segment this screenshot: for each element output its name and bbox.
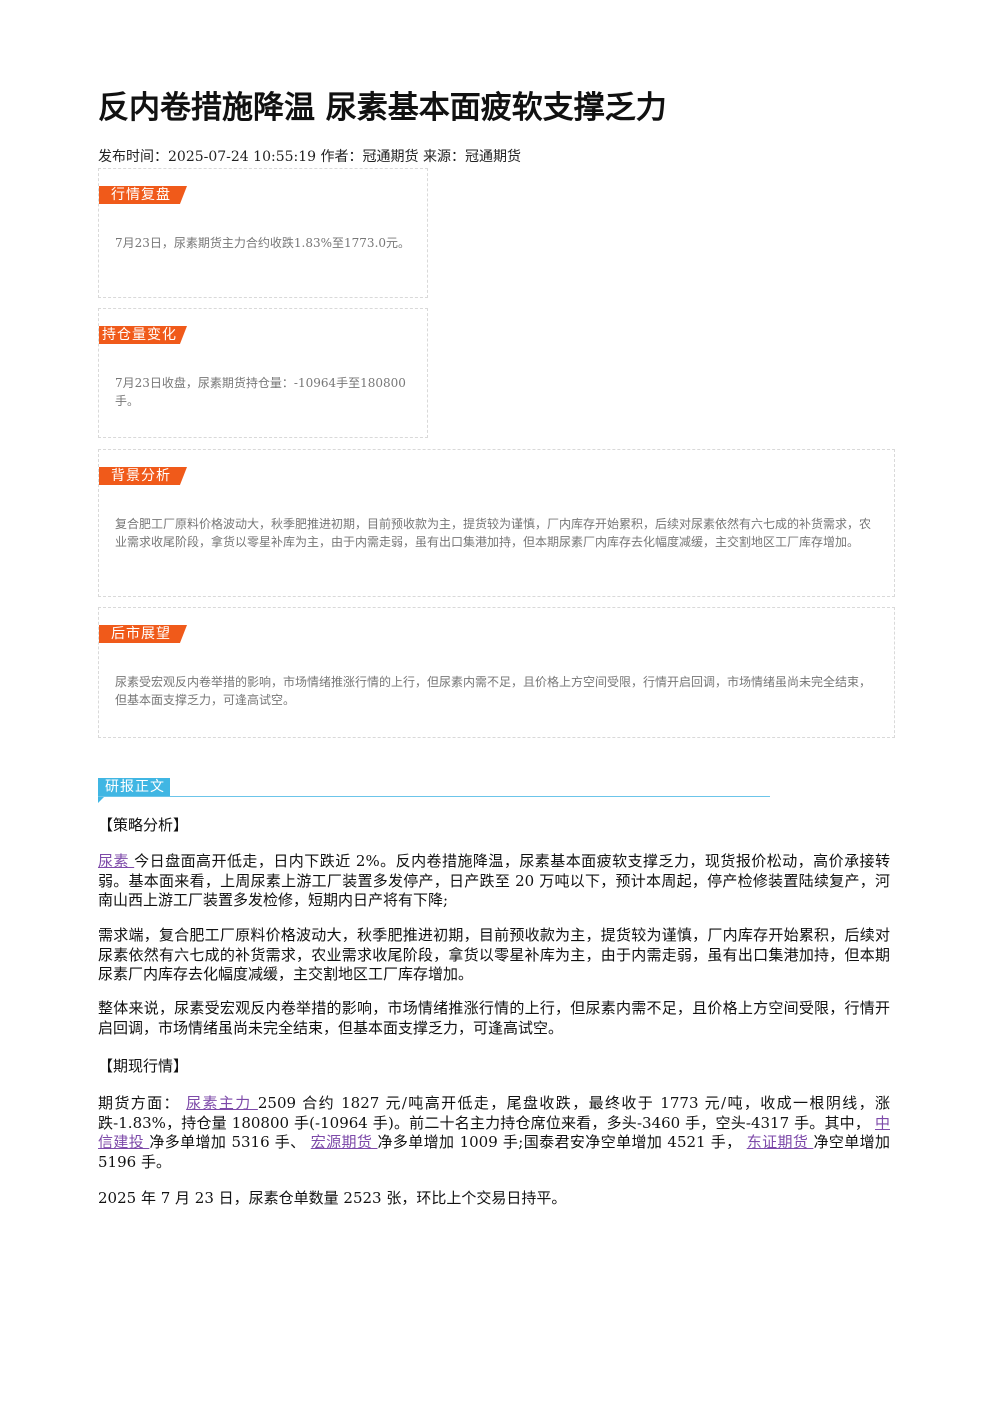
paragraph-text: 净多单增加 1009 手;国泰君安净空单增加 4521 手，	[377, 1133, 747, 1151]
article-meta: 发布时间：2025-07-24 10:55:19 作者：冠通期货 来源：冠通期货	[98, 149, 521, 165]
report-label-corner	[98, 797, 104, 803]
strategy-heading: 【策略分析】	[98, 816, 189, 834]
summary-text: 7月23日，尿素期货主力合约收跌1.83%至1773.0元。	[115, 236, 411, 250]
futures-paragraph: 期货方面： 尿素主力 2509 合约 1827 元/吨高开低走，尾盘收跌，最终收…	[98, 1094, 890, 1172]
report-divider	[98, 796, 770, 797]
summary-box-background: 背景分析 复合肥工厂原料价格波动大，秋季肥推进初期，目前预收款为主，提货较为谨慎…	[98, 449, 895, 597]
strategy-paragraph-2: 需求端，复合肥工厂原料价格波动大，秋季肥推进初期，目前预收款为主，提货较为谨慎，…	[98, 926, 890, 983]
summary-tag: 后市展望	[99, 625, 187, 643]
summary-tag: 行情复盘	[99, 186, 187, 204]
summary-text: 复合肥工厂原料价格波动大，秋季肥推进初期，目前预收款为主，提货较为谨慎，厂内库存…	[115, 517, 872, 549]
paragraph-text: 2509 合约 1827 元/吨高开低走，尾盘收跌，最终收于 1773 元/吨，…	[98, 1094, 890, 1132]
article-title: 反内卷措施降温 尿素基本面疲软支撑乏力	[98, 90, 667, 126]
paragraph-text: 净多单增加 5316 手、	[149, 1133, 311, 1151]
warehouse-receipt-paragraph: 2025 年 7 月 23 日，尿素仓单数量 2523 张，环比上个交易日持平。	[98, 1189, 567, 1207]
paragraph-text: 今日盘面高开低走，日内下跌近 2%。反内卷措施降温，尿素基本面疲软支撑乏力，现货…	[98, 852, 890, 909]
paragraph-text: 净空单增加 5196 手。	[98, 1133, 890, 1171]
strategy-paragraph-3: 整体来说，尿素受宏观反内卷举措的影响，市场情绪推涨行情的上行，但尿素内需不足，且…	[98, 999, 890, 1037]
summary-box-market-review: 行情复盘 7月23日，尿素期货主力合约收跌1.83%至1773.0元。	[98, 168, 428, 298]
summary-text: 尿素受宏观反内卷举措的影响，市场情绪推涨行情的上行，但尿素内需不足，且价格上方空…	[115, 675, 872, 707]
summary-box-open-interest: 持仓量变化 7月23日收盘，尿素期货持仓量：-10964手至180800手。	[98, 308, 428, 438]
summary-text: 7月23日收盘，尿素期货持仓量：-10964手至180800手。	[115, 376, 406, 408]
summary-tag: 持仓量变化	[99, 326, 187, 344]
hongyuan-link[interactable]: 宏源期货	[310, 1133, 378, 1151]
urea-link[interactable]: 尿素	[98, 852, 135, 870]
dongzheng-link[interactable]: 东证期货	[746, 1133, 814, 1151]
summary-box-outlook: 后市展望 尿素受宏观反内卷举措的影响，市场情绪推涨行情的上行，但尿素内需不足，且…	[98, 607, 895, 738]
citic-link[interactable]: 中信建投	[98, 1113, 890, 1152]
urea-main-link[interactable]: 尿素主力	[186, 1094, 258, 1112]
strategy-paragraph-1: 尿素 今日盘面高开低走，日内下跌近 2%。反内卷措施降温，尿素基本面疲软支撑乏力…	[98, 852, 890, 911]
futures-heading: 【期现行情】	[98, 1057, 189, 1075]
paragraph-text: 期货方面：	[98, 1094, 187, 1112]
report-label: 研报正文	[98, 778, 170, 797]
summary-tag: 背景分析	[99, 467, 187, 485]
